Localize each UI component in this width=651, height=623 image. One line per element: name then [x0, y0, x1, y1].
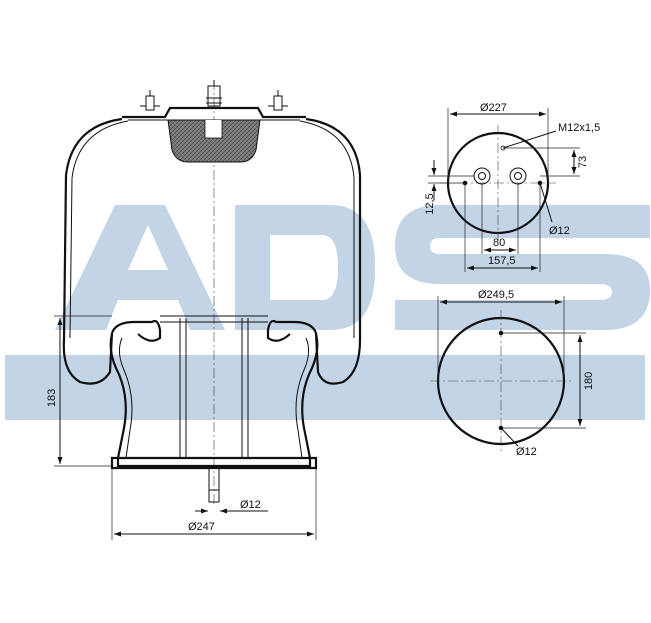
top-diameter-label: Ø227: [480, 102, 507, 114]
air-port-right: [509, 167, 527, 185]
bottom-plate-view: Ø249,5 180 Ø12: [430, 289, 595, 458]
air-port-left: [473, 167, 491, 185]
side-view: 183 Ø247 Ø12: [46, 80, 362, 540]
bellows-outline-right: [305, 117, 362, 385]
dim-80-label: 80: [493, 237, 505, 249]
dim-stud-diameter-label: Ø12: [240, 499, 261, 511]
top-stud-right: [268, 90, 288, 111]
dim-12-5-label: 12,5: [424, 193, 436, 214]
dim-height-label: 183: [46, 389, 58, 407]
piston-rim: [110, 319, 318, 342]
bottom-stud: [208, 467, 220, 503]
top-bead-hatched: [167, 119, 261, 163]
dim-bottom-diameter-label: Ø247: [188, 521, 215, 533]
piston-body: [109, 333, 319, 468]
top-stud-left: [140, 90, 160, 111]
piston-inner-tube: [179, 318, 249, 458]
top-plate-view: Ø227 M12x1,5 73 12,5 Ø12 80 157,5: [424, 102, 600, 272]
watermark-lower-band: [5, 355, 645, 420]
top-hole-diameter-label: Ø12: [549, 225, 570, 237]
bottom-hole-diameter-label: Ø12: [516, 446, 537, 458]
watermark-letter-a: [55, 205, 225, 330]
dim-157-5-label: 157,5: [488, 255, 516, 267]
top-plate: [122, 106, 306, 119]
bottom-bolt-hole-top: [498, 330, 504, 336]
dim-180-label: 180: [583, 372, 595, 390]
bellows-outline-left: [62, 117, 123, 385]
air-connector: [206, 80, 222, 107]
dim-73-label: 73: [577, 156, 589, 168]
watermark-logo: [5, 205, 650, 420]
watermark-letter-d: [235, 205, 375, 330]
bottom-diameter-label: Ø249,5: [478, 289, 514, 301]
thread-label: M12x1,5: [558, 122, 600, 134]
